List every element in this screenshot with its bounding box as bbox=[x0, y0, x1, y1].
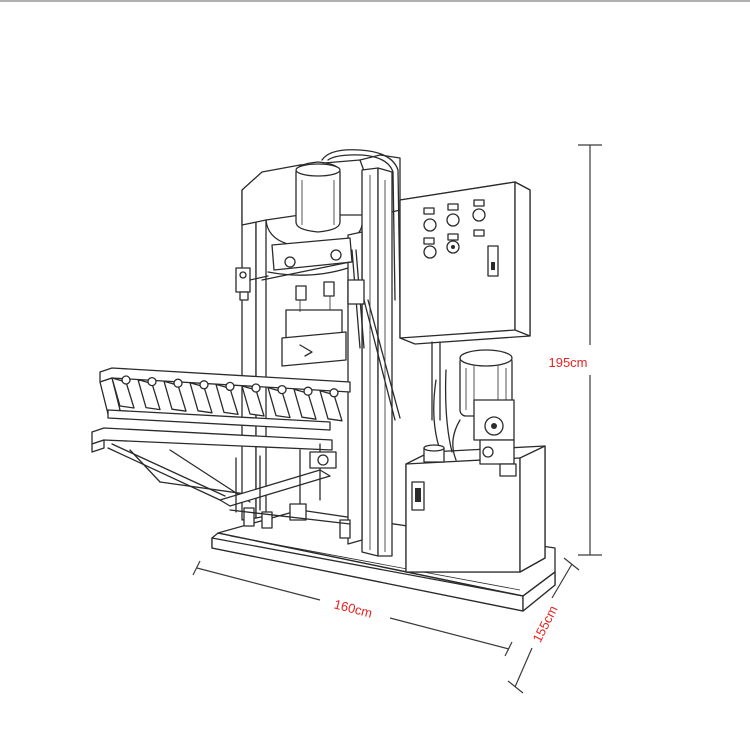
side-sensor bbox=[235, 267, 269, 301]
hydraulic-unit bbox=[405, 349, 546, 573]
main-frame bbox=[241, 154, 401, 557]
roller-bearing bbox=[303, 386, 313, 396]
control-box bbox=[399, 181, 531, 421]
hydraulic-cylinder bbox=[261, 149, 401, 301]
length-label: 160cm bbox=[332, 596, 374, 620]
roller bbox=[293, 388, 317, 420]
blade-assembly bbox=[281, 249, 401, 421]
roller bbox=[111, 377, 135, 409]
roller-bearing bbox=[277, 384, 287, 395]
roller-bearing bbox=[225, 381, 235, 392]
roller bbox=[319, 390, 343, 422]
width-dimension bbox=[507, 557, 580, 694]
roller bbox=[137, 378, 161, 411]
roller-bearing bbox=[329, 388, 339, 398]
roller-bearing bbox=[147, 376, 157, 387]
control-knobs bbox=[423, 199, 499, 277]
width-label: 155cm bbox=[529, 603, 560, 645]
base-platform bbox=[211, 509, 556, 612]
length-dimension bbox=[192, 560, 513, 657]
roller-row bbox=[111, 375, 343, 422]
roller-bearing bbox=[251, 383, 261, 393]
roller bbox=[189, 382, 213, 414]
roller-bearing bbox=[121, 375, 131, 385]
height-dimension bbox=[578, 144, 602, 556]
roller bbox=[163, 380, 187, 412]
roller-conveyor bbox=[91, 367, 351, 539]
roller bbox=[267, 386, 291, 419]
roller bbox=[241, 385, 265, 417]
roller-bearing bbox=[173, 378, 183, 388]
roller-bearing bbox=[199, 380, 209, 390]
height-label: 195cm bbox=[548, 355, 587, 370]
roller bbox=[215, 383, 239, 416]
